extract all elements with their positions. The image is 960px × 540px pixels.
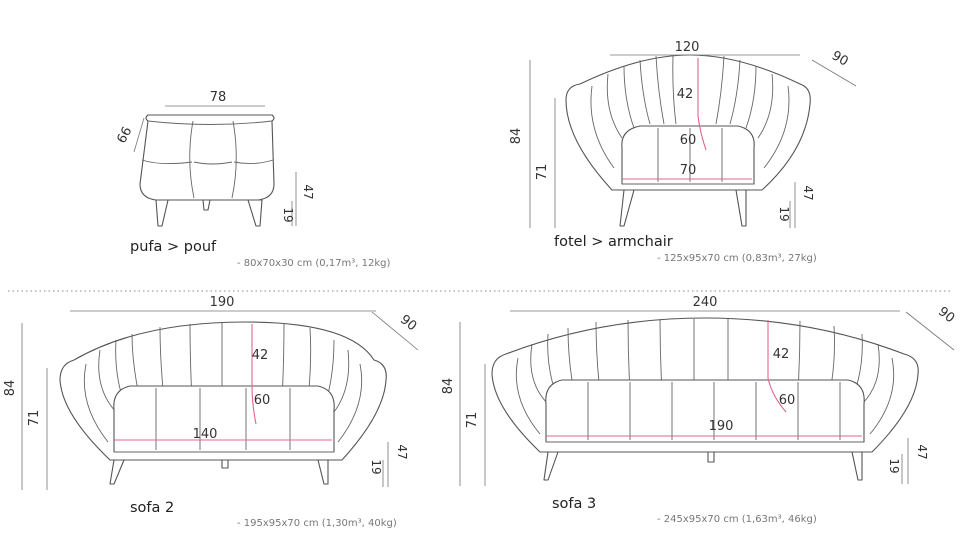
- armchair-height-label: 47: [801, 185, 815, 200]
- sofa2-leg-right: [317, 459, 329, 485]
- sofa2-drawing: 42 60 140 190 90 84 71 47 19: [3, 295, 419, 490]
- sofa3-name: sofa 3: [552, 496, 596, 512]
- sofa3-arm-height-label: 71: [465, 412, 480, 429]
- pouf-width-label: 78: [210, 90, 227, 105]
- armchair-seat: [621, 125, 755, 185]
- sofa3-depth-label: 90: [935, 304, 957, 326]
- pouf-leg-label: 19: [281, 207, 295, 222]
- sofa2-depth-label: 90: [397, 312, 419, 334]
- sofa2-seat-width-label: 140: [193, 427, 218, 442]
- sofa2-leg-left: [109, 459, 125, 485]
- armchair-depth-label: 90: [829, 48, 851, 69]
- sofa2-seat-depth-label: 60: [254, 393, 271, 408]
- armchair-total-height-label: 84: [509, 128, 524, 145]
- sofa2-back-label: 42: [252, 348, 269, 363]
- sofa3-leg-label: 19: [887, 458, 901, 473]
- armchair-seat-width-label: 70: [680, 163, 697, 178]
- armchair-name: fotel > armchair: [554, 234, 673, 250]
- sofa2-leg-middle: [221, 459, 229, 469]
- armchair-spec: - 125x95x70 cm (0,83m³, 27kg): [657, 253, 817, 264]
- pouf-spec: - 80x70x30 cm (0,17m³, 12kg): [237, 258, 391, 269]
- sofa3-back-label: 42: [773, 347, 790, 362]
- pouf-leg-right: [247, 199, 263, 227]
- armchair-leg-label: 19: [777, 206, 791, 221]
- sofa3-seat-width-label: 190: [709, 419, 734, 434]
- sofa3-spec: - 245x95x70 cm (1,63m³, 46kg): [657, 514, 817, 525]
- sofa2-width-label: 190: [210, 295, 235, 310]
- pouf-body: [139, 114, 275, 201]
- sofa3-leg-left: [543, 451, 559, 481]
- sofa3-seat: [545, 379, 865, 443]
- armchair-back-label: 42: [677, 87, 694, 102]
- sofa3-height-label: 47: [915, 444, 929, 459]
- armchair-leg-left: [619, 189, 635, 227]
- sofa2-arm-height-label: 71: [27, 410, 42, 427]
- sofa3-leg-middle: [707, 451, 715, 463]
- pouf-drawing: 78 66 47 19: [114, 90, 315, 227]
- armchair-seat-depth-label: 60: [680, 133, 697, 148]
- sofa3-seat-depth-label: 60: [779, 393, 796, 408]
- sofa2-leg-label: 19: [369, 459, 383, 474]
- sofa2-total-height-label: 84: [3, 380, 18, 397]
- pouf-depth-label: 66: [114, 125, 135, 147]
- armchair-drawing: 42 60 70 120 90 84 71 47 19: [509, 40, 857, 228]
- sofa3-total-height-label: 84: [441, 378, 456, 395]
- sofa2-spec: - 195x95x70 cm (1,30m³, 40kg): [237, 518, 397, 529]
- pouf-leg-left: [155, 199, 169, 227]
- pouf-leg-back: [202, 199, 211, 211]
- armchair-width-label: 120: [675, 40, 700, 55]
- sofa2-seat: [113, 385, 335, 453]
- sofa2-height-label: 47: [395, 444, 409, 459]
- sofa3-width-label: 240: [693, 295, 718, 310]
- sofa3-drawing: 42 60 190 240 90 84 71 47 19: [441, 295, 957, 486]
- armchair-leg-right: [735, 189, 747, 227]
- pouf-height-label: 47: [301, 184, 315, 199]
- armchair-arm-height-label: 71: [535, 164, 550, 181]
- pouf-name: pufa > pouf: [130, 239, 217, 255]
- sofa2-name: sofa 2: [130, 500, 174, 516]
- sofa3-leg-right: [851, 451, 863, 481]
